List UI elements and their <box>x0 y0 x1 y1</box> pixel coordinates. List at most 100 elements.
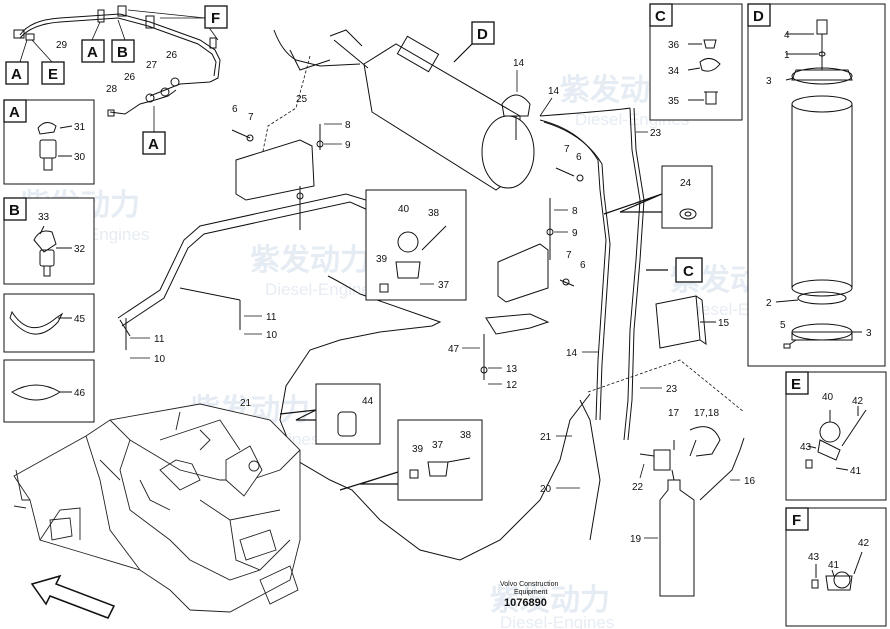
part-label-20: 20 <box>540 484 552 495</box>
control-unit <box>655 295 716 349</box>
part-label-30: 30 <box>74 152 86 163</box>
callout-E[interactable]: E <box>41 61 65 85</box>
part-label-16: 16 <box>744 476 756 487</box>
part-label-3: 3 <box>766 76 772 87</box>
part-label-9: 9 <box>572 228 578 239</box>
bracket-assembly-left <box>231 124 324 230</box>
part-label-24: 24 <box>680 178 692 189</box>
part-label-25: 25 <box>296 94 308 105</box>
part-label-17: 17 <box>668 408 680 419</box>
part-label-46: 46 <box>74 388 86 399</box>
extinguisher-cylinder <box>639 439 697 597</box>
watermark-brand-en: Diesel-Engines <box>500 613 614 629</box>
part-label-36: 36 <box>668 40 680 51</box>
callout-letter: D <box>477 26 488 43</box>
callout-letter: A <box>11 66 22 83</box>
part-label-45: 45 <box>74 314 86 325</box>
footer-category: Equipment <box>514 589 548 596</box>
callout-D[interactable]: D <box>471 21 495 45</box>
detail-box-letter: A <box>9 104 20 121</box>
part-label-38: 38 <box>460 430 472 441</box>
part-label-47: 47 <box>448 344 460 355</box>
callout-A-2[interactable]: A <box>81 39 105 63</box>
dashed-connection <box>261 55 745 413</box>
harness-top-left <box>13 5 221 117</box>
callout-B[interactable]: B <box>111 39 135 63</box>
footer: Volvo Construction Equipment 1076890 <box>500 581 558 609</box>
part-label-26: 26 <box>124 72 136 83</box>
part-label-31: 31 <box>74 122 86 133</box>
callout-letter: E <box>48 66 58 83</box>
detail-box-clamp-upper: 40 38 39 37 <box>365 189 467 301</box>
watermark-brand-cn: 紫发动力 <box>490 584 610 617</box>
part-label-14: 14 <box>548 86 560 97</box>
part-label-12: 12 <box>506 380 518 391</box>
part-label-7: 7 <box>566 250 572 261</box>
part-label-27: 27 <box>146 60 158 71</box>
part-label-23: 23 <box>650 128 662 139</box>
part-label-38: 38 <box>428 208 440 219</box>
part-label-22: 22 <box>632 482 644 493</box>
part-label-43: 43 <box>808 552 820 563</box>
part-label-42: 42 <box>852 396 864 407</box>
detail-box-24: 24 <box>661 165 713 229</box>
part-label-8: 8 <box>572 206 578 217</box>
part-label-21: 21 <box>240 398 252 409</box>
part-label-14: 14 <box>513 58 525 69</box>
callout-A-1[interactable]: A <box>5 61 29 85</box>
part-label-34: 34 <box>668 66 680 77</box>
detail-box-letter: B <box>9 202 20 219</box>
part-label-33: 33 <box>38 212 50 223</box>
part-label-6: 6 <box>576 152 582 163</box>
part-label-32: 32 <box>74 244 86 255</box>
callout-letter: F <box>211 10 220 27</box>
machine-body <box>13 403 301 613</box>
part-label-44: 44 <box>362 396 374 407</box>
callout-C[interactable]: C <box>675 257 703 283</box>
part-label-8: 8 <box>345 120 351 131</box>
part-label-4: 4 <box>784 30 790 41</box>
direction-arrow-icon <box>30 574 116 619</box>
part-label-41: 41 <box>850 466 862 477</box>
part-label-10: 10 <box>266 330 278 341</box>
callout-letter: A <box>87 44 98 61</box>
part-label-26: 26 <box>166 50 178 61</box>
detail-box-E: E 40 42 43 41 <box>785 371 887 501</box>
part-label-11: 11 <box>266 312 277 323</box>
part-label-3: 3 <box>866 328 872 339</box>
callout-A-3[interactable]: A <box>142 131 166 155</box>
part-label-9: 9 <box>345 140 351 151</box>
part-label-6: 6 <box>232 104 238 115</box>
callout-F[interactable]: F <box>204 5 228 29</box>
part-label-40: 40 <box>822 392 834 403</box>
part-label-17-18: 17,18 <box>694 408 719 419</box>
callout-letter: A <box>148 136 159 153</box>
detail-box-letter: D <box>753 8 764 25</box>
detail-box-46: 46 <box>3 359 95 423</box>
part-label-35: 35 <box>668 96 680 107</box>
part-label-40: 40 <box>398 204 410 215</box>
part-label-6: 6 <box>580 260 586 271</box>
detail-box-letter: C <box>655 8 666 25</box>
hose-lines <box>273 29 745 561</box>
part-label-39: 39 <box>376 254 388 265</box>
footer-publisher: Volvo Construction <box>500 581 558 588</box>
detail-box-44: 44 <box>315 383 381 445</box>
part-label-29: 29 <box>56 40 68 51</box>
detail-box-C: C 36 34 35 <box>649 3 743 121</box>
watermark-brand-cn: 紫发动力 <box>250 244 370 277</box>
bracket-assembly-middle <box>480 167 584 380</box>
detail-box-A: A 31 30 <box>3 99 95 185</box>
part-label-21: 21 <box>540 432 552 443</box>
part-label-42: 42 <box>858 538 870 549</box>
detail-box-letter: F <box>792 512 801 529</box>
detail-box-clamp-lower: 39 37 38 <box>397 419 483 501</box>
detail-box-D: D 4 1 3 2 5 3 <box>747 3 886 367</box>
part-label-39: 39 <box>412 444 424 455</box>
detail-box-letter: E <box>791 376 801 393</box>
part-label-23: 23 <box>666 384 678 395</box>
part-label-7: 7 <box>248 112 254 123</box>
part-label-13: 13 <box>506 364 518 375</box>
part-label-10: 10 <box>154 354 166 365</box>
